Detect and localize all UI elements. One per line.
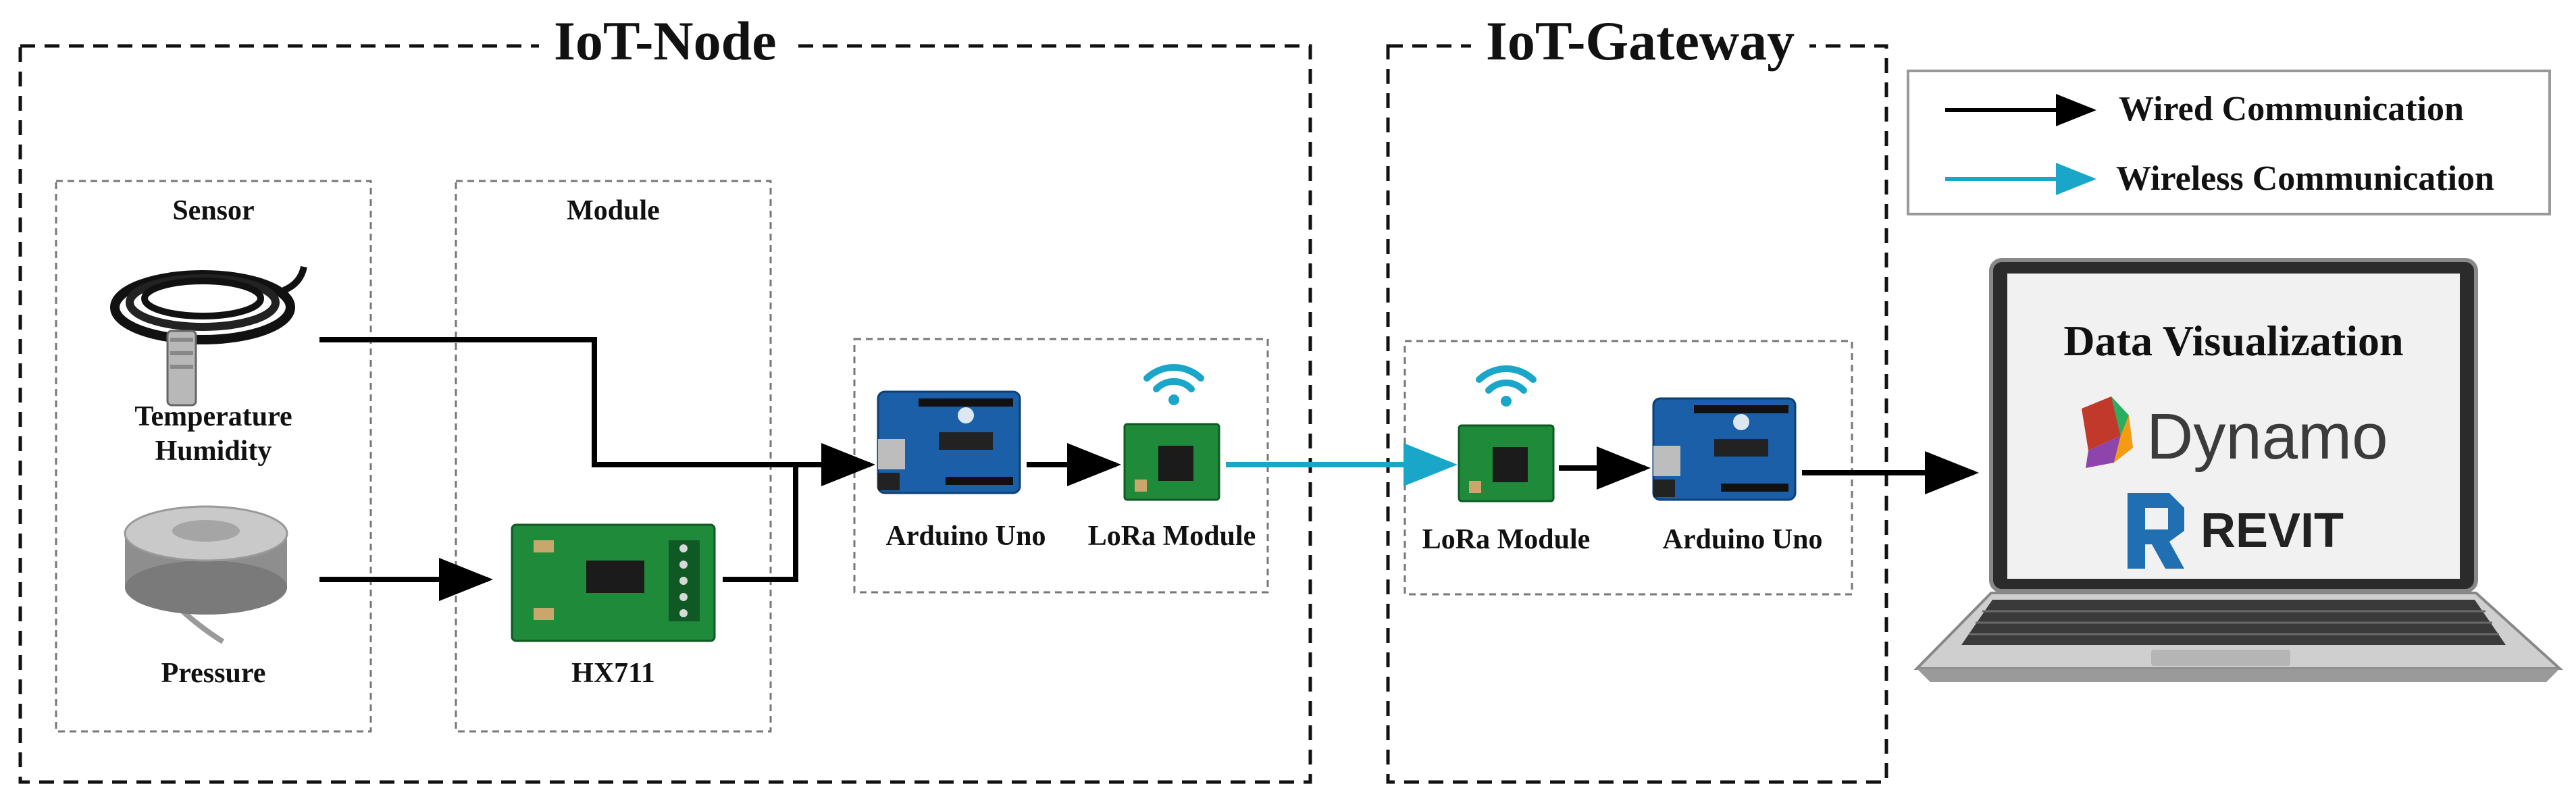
laptop-image bbox=[1913, 258, 2564, 682]
legend-box bbox=[1907, 70, 2551, 215]
sensor-box bbox=[55, 180, 372, 733]
laptop-screen-title: Data Visualization bbox=[2063, 317, 2404, 365]
pressure-sensor-image bbox=[124, 505, 288, 644]
wired-link-hx711-to-arduino bbox=[723, 465, 798, 582]
dynamo-label: Dynamo bbox=[2146, 400, 2388, 473]
wired-link-temp-to-arduino bbox=[319, 337, 875, 486]
laptop-keyboard bbox=[1969, 610, 2499, 636]
iot-gateway-title: IoT-Gateway bbox=[1471, 9, 1810, 73]
gateway-lora-module-image bbox=[1458, 424, 1555, 502]
hx711-label: HX711 bbox=[571, 658, 655, 689]
iot-gateway-group bbox=[1386, 44, 1888, 784]
hx711-board-image bbox=[511, 523, 716, 642]
revit-label: REVIT bbox=[2200, 504, 2344, 558]
module-box bbox=[455, 180, 772, 733]
dynamo-logo-icon bbox=[2082, 396, 2133, 468]
revit-logo-icon bbox=[2128, 493, 2184, 569]
node-arduino-label: Arduino Uno bbox=[885, 521, 1046, 552]
gateway-lora-label: LoRa Module bbox=[1422, 524, 1591, 555]
legend-wireless-label: Wireless Communication bbox=[2116, 159, 2494, 198]
node-lora-module-image bbox=[1123, 423, 1220, 501]
gateway-controller-box bbox=[1403, 340, 1853, 596]
gateway-arduino-label: Arduino Uno bbox=[1662, 524, 1823, 555]
wifi-icon bbox=[1143, 364, 1204, 405]
legend-wired-label: Wired Communication bbox=[2119, 90, 2464, 128]
temperature-humidity-sensor-image bbox=[110, 265, 307, 407]
temperature-humidity-label: Temperature Humidity bbox=[134, 401, 292, 467]
node-lora-label: LoRa Module bbox=[1087, 521, 1256, 552]
node-arduino-uno-image bbox=[877, 390, 1021, 494]
pressure-label: Pressure bbox=[161, 658, 266, 689]
sensor-title: Sensor bbox=[172, 195, 255, 226]
wifi-icon bbox=[1476, 365, 1537, 407]
iot-node-title: IoT-Node bbox=[539, 9, 792, 73]
gateway-arduino-uno-image bbox=[1652, 397, 1797, 501]
module-title: Module bbox=[567, 195, 660, 226]
